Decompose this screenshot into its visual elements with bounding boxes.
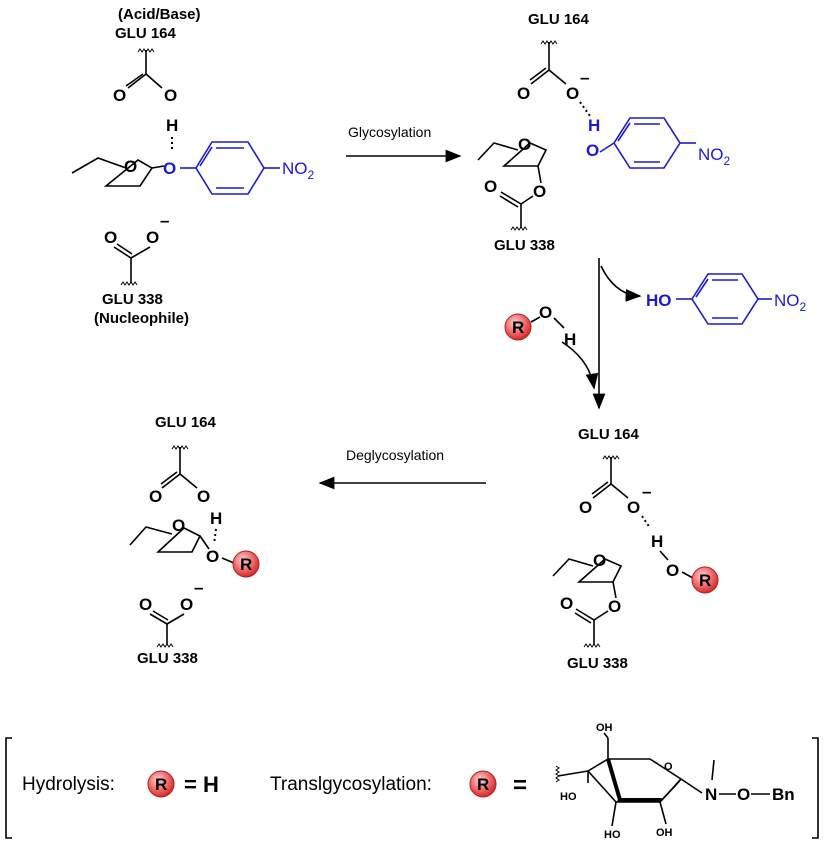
nitrophenyl-1: NO2 <box>180 141 315 195</box>
charge-minus-2: – <box>580 68 589 87</box>
acceptor-roh: R O H <box>504 303 599 390</box>
atom-o-right-2: O <box>146 228 159 247</box>
charge-minus-1: – <box>160 211 169 230</box>
hydrolysis-label: Hydrolysis: <box>22 774 115 795</box>
glu164-label-4: GLU 164 <box>155 414 217 431</box>
atom-o-ester-3: O <box>560 594 573 613</box>
atom-o-carboxylate-3: O <box>627 498 640 517</box>
glu338-label-3: GLU 338 <box>567 655 628 672</box>
transglycosylation-label: Translgycosylation: <box>270 774 432 795</box>
svg-text:R: R <box>240 555 252 574</box>
atom-ho-3: HO <box>560 791 577 803</box>
legend-box: Hydrolysis: R = H Translgycosylation: R … <box>5 722 819 841</box>
covalent-intermediate-2: GLU 164 O O – H O R O O O GLU 338 <box>552 426 719 672</box>
product-complex: GLU 164 O O H O O R O O – GLU 338 <box>129 414 260 667</box>
no2-group-1: NO2 <box>282 159 315 182</box>
svg-text:R: R <box>477 775 489 794</box>
atom-o-ring-4: O <box>172 516 185 535</box>
glu164-label-2: GLU 164 <box>528 11 590 28</box>
atom-oh-6: OH <box>596 722 613 734</box>
atom-h-1: H <box>166 116 178 135</box>
glu338-label-2: GLU 338 <box>494 237 555 254</box>
acid-base-label: (Acid/Base) <box>118 6 201 23</box>
atom-o-acceptor: O <box>539 303 552 322</box>
atom-o-aminooxy: O <box>737 785 750 804</box>
atom-o-hydroxyl-1: O <box>164 86 177 105</box>
atom-ho-2: HO <box>604 829 621 841</box>
atom-o-carbonyl-1: O <box>113 86 126 105</box>
atom-oh-2: OH <box>656 827 673 839</box>
atom-h-4: H <box>210 509 222 528</box>
no2-group-released: NO2 <box>774 291 807 314</box>
transglycosylation-equals: = <box>513 772 527 799</box>
glucose-structure: O OH HO HO OH N O Bn <box>555 722 795 841</box>
no2-group-2: NO2 <box>698 145 731 168</box>
r-group-ball-transglycosylation <box>469 770 497 798</box>
atom-o-left-2: O <box>104 228 117 247</box>
atom-o-ring-glucose: O <box>664 761 673 773</box>
atom-o-carbonyl-2: O <box>517 84 530 103</box>
glu338-label-4: GLU 338 <box>137 650 198 667</box>
svg-text:R: R <box>512 318 524 337</box>
deglycosylation-step: Deglycosylation <box>318 447 486 490</box>
atom-o-ester-2: O <box>484 177 497 196</box>
charge-minus-4: – <box>194 578 203 597</box>
acceptor-attack-step: HO NO2 R O H <box>504 258 807 410</box>
r-group-ball-4 <box>232 550 260 578</box>
bn-group: Bn <box>772 785 795 804</box>
glu164-label-3: GLU 164 <box>578 426 640 443</box>
atom-ho-released: HO <box>646 291 672 310</box>
covalent-intermediate-1: GLU 164 O O – H O O O O GLU 338 NO2 <box>477 11 731 254</box>
atom-o-carboxylate-2: O <box>566 84 579 103</box>
r-group-ball-acceptor <box>504 313 532 341</box>
atom-o-acceptor-3: O <box>666 561 679 580</box>
glu164-label-1: GLU 164 <box>115 25 177 42</box>
wavy-bond-glu338-1 <box>120 281 138 286</box>
nucleophile-label: (Nucleophile) <box>94 310 189 327</box>
r-group-ball-3 <box>691 566 719 594</box>
atom-o-phenol-2: O <box>586 141 599 160</box>
r-group-ball-hydrolysis <box>147 770 175 798</box>
atom-o-anomeric-3: O <box>608 597 621 616</box>
atom-h-2: H <box>588 116 600 135</box>
svg-text:R: R <box>155 775 167 794</box>
atom-o-ring-2: O <box>518 135 531 154</box>
atom-o-right-4: O <box>180 595 193 614</box>
atom-o-ring-3: O <box>593 551 606 570</box>
svg-text:R: R <box>699 571 711 590</box>
atom-o-ring-1: O <box>124 157 137 176</box>
atom-o-glycosidic-1: O <box>163 159 176 178</box>
charge-minus-3: – <box>642 482 651 501</box>
atom-o-anomeric-2: O <box>533 182 546 201</box>
hydrolysis-equals-h: = H <box>184 772 219 797</box>
atom-o-left-4: O <box>139 595 152 614</box>
atom-o-hydroxyl-4: O <box>197 487 210 506</box>
atom-h-acceptor: H <box>564 330 576 349</box>
glu338-label-1: GLU 338 <box>102 291 163 308</box>
sugar-ring-1 <box>71 157 154 187</box>
atom-n: N <box>705 785 717 804</box>
glycosylation-step: Glycosylation <box>346 124 462 163</box>
deglycosylation-label: Deglycosylation <box>346 447 444 463</box>
glycosylation-label: Glycosylation <box>348 124 431 140</box>
released-nitrophenol: HO NO2 <box>646 273 807 325</box>
atom-o-carbonyl-4: O <box>149 487 162 506</box>
substrate-complex: (Acid/Base) GLU 164 O O H O O NO2 O <box>71 6 315 327</box>
atom-o-carbonyl-3: O <box>579 498 592 517</box>
atom-o-glycosidic-4: O <box>206 547 219 566</box>
atom-h-3: H <box>651 532 663 551</box>
